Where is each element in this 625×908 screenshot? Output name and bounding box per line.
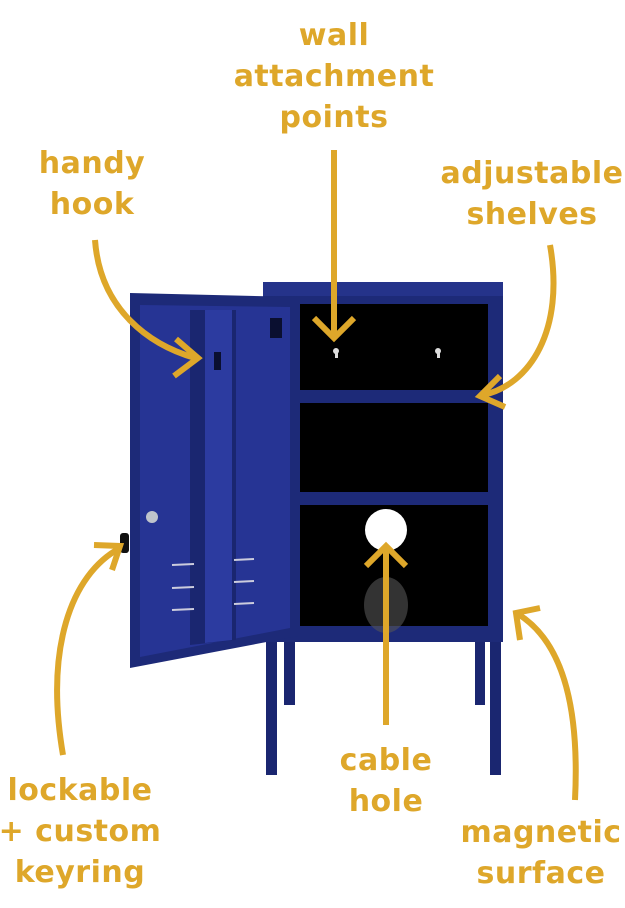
shelf [300, 492, 488, 505]
label-line: hole [348, 784, 424, 819]
label-magnetic-surface: magnetic surface [460, 812, 621, 894]
label-line: shelves [466, 197, 598, 232]
arrow-cable [363, 541, 409, 725]
vent-slots [171, 558, 255, 611]
cabinet-legs [266, 640, 501, 775]
annotation-arrows [54, 150, 579, 801]
label-line: + custom [0, 814, 162, 849]
label-line: wall [298, 18, 370, 53]
label-line: points [279, 100, 389, 135]
label-line: hook [49, 187, 135, 222]
arrow-magnetic [512, 605, 579, 801]
label-line: lockable [7, 773, 153, 808]
label-line: surface [476, 856, 606, 891]
arrow-shelves [474, 244, 557, 410]
label-line: cable [339, 743, 433, 778]
keyhole-mount-icon [333, 348, 441, 358]
shelf [300, 390, 488, 403]
hook-slot [214, 352, 221, 370]
label-handy-hook: handy hook [39, 143, 146, 225]
cable-hole [365, 509, 407, 551]
label-line: adjustable [440, 156, 624, 191]
label-cable-hole: cable hole [340, 740, 433, 822]
label-wall-attachment-points: wall attachment points [234, 15, 435, 138]
label-lockable-keyring: lockable + custom keyring [0, 770, 161, 893]
arrow-lock [54, 542, 125, 756]
arrow-hook [92, 239, 203, 379]
label-adjustable-shelves: adjustable shelves [441, 153, 624, 235]
label-line: attachment [233, 59, 435, 94]
label-line: handy [38, 146, 146, 181]
arrow-wall [311, 150, 357, 343]
lock-icon[interactable] [146, 511, 158, 523]
label-line: keyring [14, 855, 146, 890]
label-line: magnetic [460, 815, 622, 850]
